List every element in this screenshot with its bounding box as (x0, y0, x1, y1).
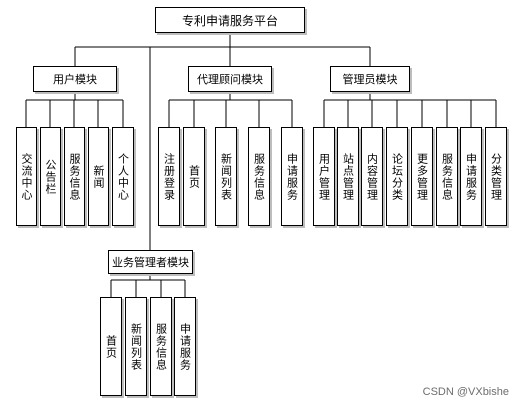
agent-child-node: 服务信息 (248, 127, 270, 226)
agent-child-node: 新闻列表 (215, 127, 237, 226)
user-child-node: 交流中心 (16, 127, 37, 226)
business-child-node: 服务信息 (150, 297, 172, 396)
user-module-node: 用户模块 (33, 66, 117, 92)
user-child-node: 个人中心 (112, 127, 134, 226)
admin-child-node: 内容管理 (361, 127, 383, 226)
watermark-text: CSDN @VXbishe (422, 386, 509, 398)
admin-child-node: 论坛分类 (386, 127, 408, 226)
business-child-node: 首页 (100, 297, 122, 396)
business-child-node: 申请服务 (174, 297, 196, 396)
user-child-node: 公告栏 (40, 127, 61, 226)
root-node: 专利申请服务平台 (155, 7, 305, 33)
agent-child-node: 首页 (183, 127, 205, 226)
user-child-node: 新闻 (88, 127, 109, 226)
admin-child-node: 申请服务 (460, 127, 482, 226)
admin-child-node: 分类管理 (485, 127, 507, 226)
business-child-node: 新闻列表 (125, 297, 147, 396)
agent-child-node: 注册登录 (158, 127, 180, 226)
user-child-node: 服务信息 (64, 127, 85, 226)
agent-child-node: 申请服务 (281, 127, 303, 226)
admin-child-node: 服务信息 (436, 127, 458, 226)
admin-child-node: 站点管理 (337, 127, 359, 226)
agent-module-node: 代理顾问模块 (188, 66, 272, 92)
admin-module-node: 管理员模块 (330, 66, 410, 92)
admin-child-node: 更多管理 (411, 127, 433, 226)
admin-child-node: 用户管理 (313, 127, 335, 226)
business-module-node: 业务管理者模块 (108, 250, 193, 274)
